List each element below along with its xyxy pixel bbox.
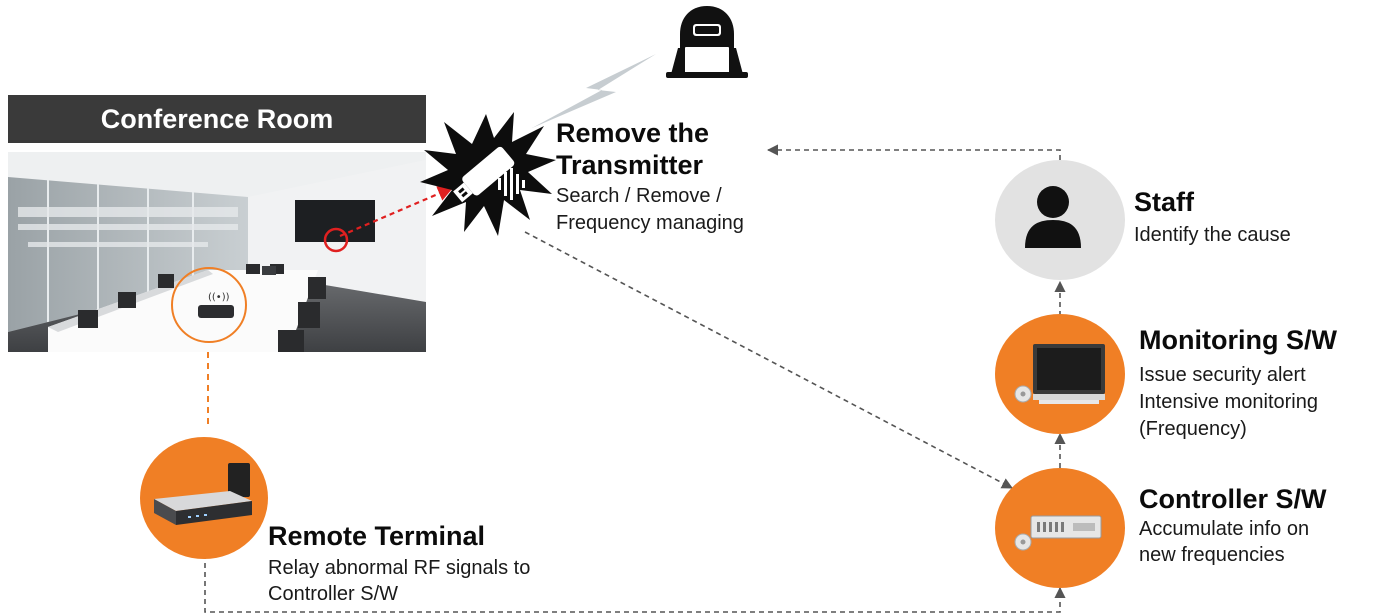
remote-terminal-circle	[140, 437, 268, 559]
transmitter-title-line2: Transmitter	[556, 150, 704, 180]
monitoring-desc-line3: (Frequency)	[1139, 418, 1247, 440]
monitoring-desc-line2: Intensive monitoring	[1139, 391, 1318, 413]
remote-terminal-title: Remote Terminal	[268, 521, 486, 551]
conference-room-title: Conference Room	[8, 95, 426, 143]
controller-desc-line1: Accumulate info on	[1139, 518, 1310, 540]
monitoring-desc-line1: Issue security alert	[1139, 364, 1306, 386]
conference-room-image: ((•))	[8, 152, 426, 352]
svg-text:((•)): ((•))	[208, 292, 230, 303]
staff-title: Staff	[1134, 187, 1194, 217]
transmitter-splat-icon	[420, 112, 556, 236]
person-icon	[1025, 186, 1081, 248]
monitoring-circle	[995, 314, 1125, 434]
monitoring-title: Monitoring S/W	[1139, 325, 1337, 355]
room-to-transmitter-red-arrow	[339, 186, 454, 238]
server-icon	[1014, 515, 1102, 551]
controller-title: Controller S/W	[1139, 484, 1327, 514]
controller-desc-line2: new frequencies	[1139, 544, 1285, 566]
remote-terminal-desc-line2: Controller S/W	[268, 583, 399, 605]
monitor-icon	[1014, 344, 1105, 404]
transmitter-desc-line2: Frequency managing	[556, 212, 744, 234]
router-icon	[154, 463, 252, 525]
staff-to-transmitter-arrow	[766, 144, 1061, 160]
hacker-icon	[666, 6, 748, 78]
transmitter-title-line1: Remove the	[556, 118, 710, 148]
staff-circle	[995, 160, 1125, 280]
remote-terminal-desc-line1: Relay abnormal RF signals to	[268, 557, 531, 579]
controller-circle	[995, 468, 1125, 588]
staff-desc: Identify the cause	[1134, 224, 1291, 246]
lightning-icon	[532, 54, 656, 128]
transmitter-desc-line1: Search / Remove /	[556, 185, 722, 207]
transmitter-to-controller-arrow	[524, 231, 1013, 489]
